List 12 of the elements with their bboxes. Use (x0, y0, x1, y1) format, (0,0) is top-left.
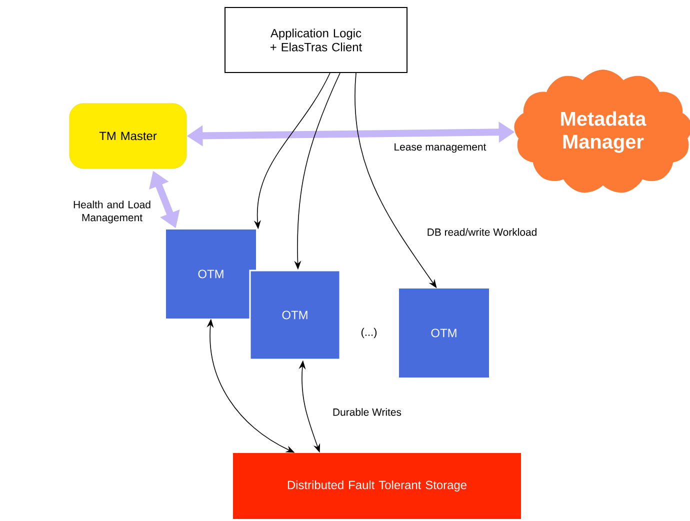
server-box: OTM (166, 230, 256, 318)
server-box: OTM (399, 288, 489, 378)
app-box: Application Logic + ElasTras Client (224, 7, 408, 73)
node-label: OTM (198, 270, 224, 278)
storage-box: Distributed Fault Tolerant Storage (233, 453, 521, 519)
edge-label: Durable Writes (332, 407, 402, 417)
master-box: TM Master (69, 103, 187, 169)
edge-label: Health and Load Management (65, 200, 159, 224)
server-box: OTM (249, 270, 341, 360)
edge-label: DB read/write Workload (426, 227, 538, 237)
edge-label: Lease management (392, 142, 488, 154)
ellipsis-label: (...) (361, 328, 377, 338)
